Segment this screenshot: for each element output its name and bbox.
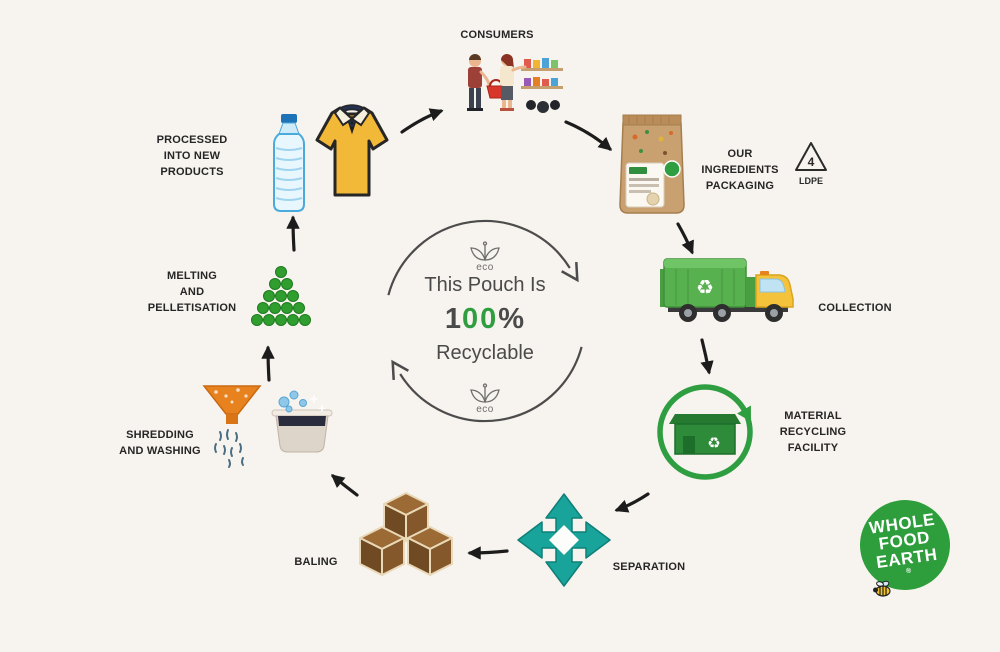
baling-icon [359,492,453,576]
separation-icon [517,493,611,587]
cycle-circle-arrows [387,219,583,423]
center-text: This Pouch Is 100% Recyclable [385,274,585,365]
center-line3: Recyclable [436,342,534,364]
svg-text:♻: ♻ [707,434,720,452]
collection-label-text: COLLECTION [818,302,892,314]
melting-label: MELTING AND PELLETISATION [142,269,242,317]
eco-badge-top: eco [462,240,508,273]
mrf-label-line3: FACILITY [787,441,839,454]
packaging-label: OUR INGREDIENTS PACKAGING [688,147,792,195]
melting-label-line1: MELTING [166,270,218,282]
ldpe-recycling-icon: 4 LDPE [795,142,827,186]
mrf-label: MATERIAL RECYCLING FACILITY [765,409,861,457]
consumers-label-text: CONSUMERS [460,29,534,41]
pouch-icon [619,114,685,214]
melting-label-line3: PELLETISATION [147,301,237,314]
shredding-washing-icon [202,385,333,468]
separation-label: SEPARATION [603,560,695,576]
eco-label-top: eco [476,262,494,273]
separation-label-text: SEPARATION [612,561,686,573]
eco-label-bottom: eco [476,404,494,415]
pellets-icon [251,266,311,326]
garbage-truck-icon: ♻ [660,258,794,322]
mrf-label-line2: RECYCLING [779,425,847,438]
percent-value: 100% [385,303,585,336]
shredding-label: SHREDDING AND WASHING [116,428,204,460]
svg-text:♻: ♻ [696,275,714,299]
svg-text:LDPE: LDPE [799,176,823,186]
mrf-icon: ♻ [657,384,753,480]
melting-label-line2: AND [179,285,205,298]
processed-label: PROCESSED INTO NEW PRODUCTS [134,133,250,181]
packaging-label-line2: PACKAGING [705,179,775,192]
percent-one: 1 [444,303,463,335]
baling-label-text: BALING [294,556,338,568]
polo-shirt-icon [315,104,389,197]
percent-zeros: 00 [462,303,499,335]
shredding-label-line1: SHREDDING [126,429,194,441]
wholefood-earth-logo: WHOLE FOOD EARTH® [854,494,956,596]
eco-badge-bottom: eco [462,382,508,415]
bee-icon [873,580,891,597]
eco-leaves-icon [470,383,500,403]
center-line1: This Pouch Is [424,274,546,296]
baling-label: BALING [280,555,352,571]
consumers-illustration [467,54,563,113]
shredding-label-line2: AND WASHING [119,444,201,457]
mrf-label-line1: MATERIAL [784,410,842,422]
svg-text:4: 4 [808,155,815,169]
logo-text: WHOLE FOOD EARTH® [868,509,942,580]
percent-sign: % [498,303,526,335]
eco-leaves-icon [470,241,500,261]
consumers-label: CONSUMERS [437,28,557,44]
processed-label-line2: INTO NEW PRODUCTS [160,149,224,178]
processed-label-line1: PROCESSED [156,134,228,146]
water-bottle-icon [273,114,305,212]
collection-label: COLLECTION [805,301,905,317]
packaging-label-line1: OUR INGREDIENTS [701,148,779,176]
